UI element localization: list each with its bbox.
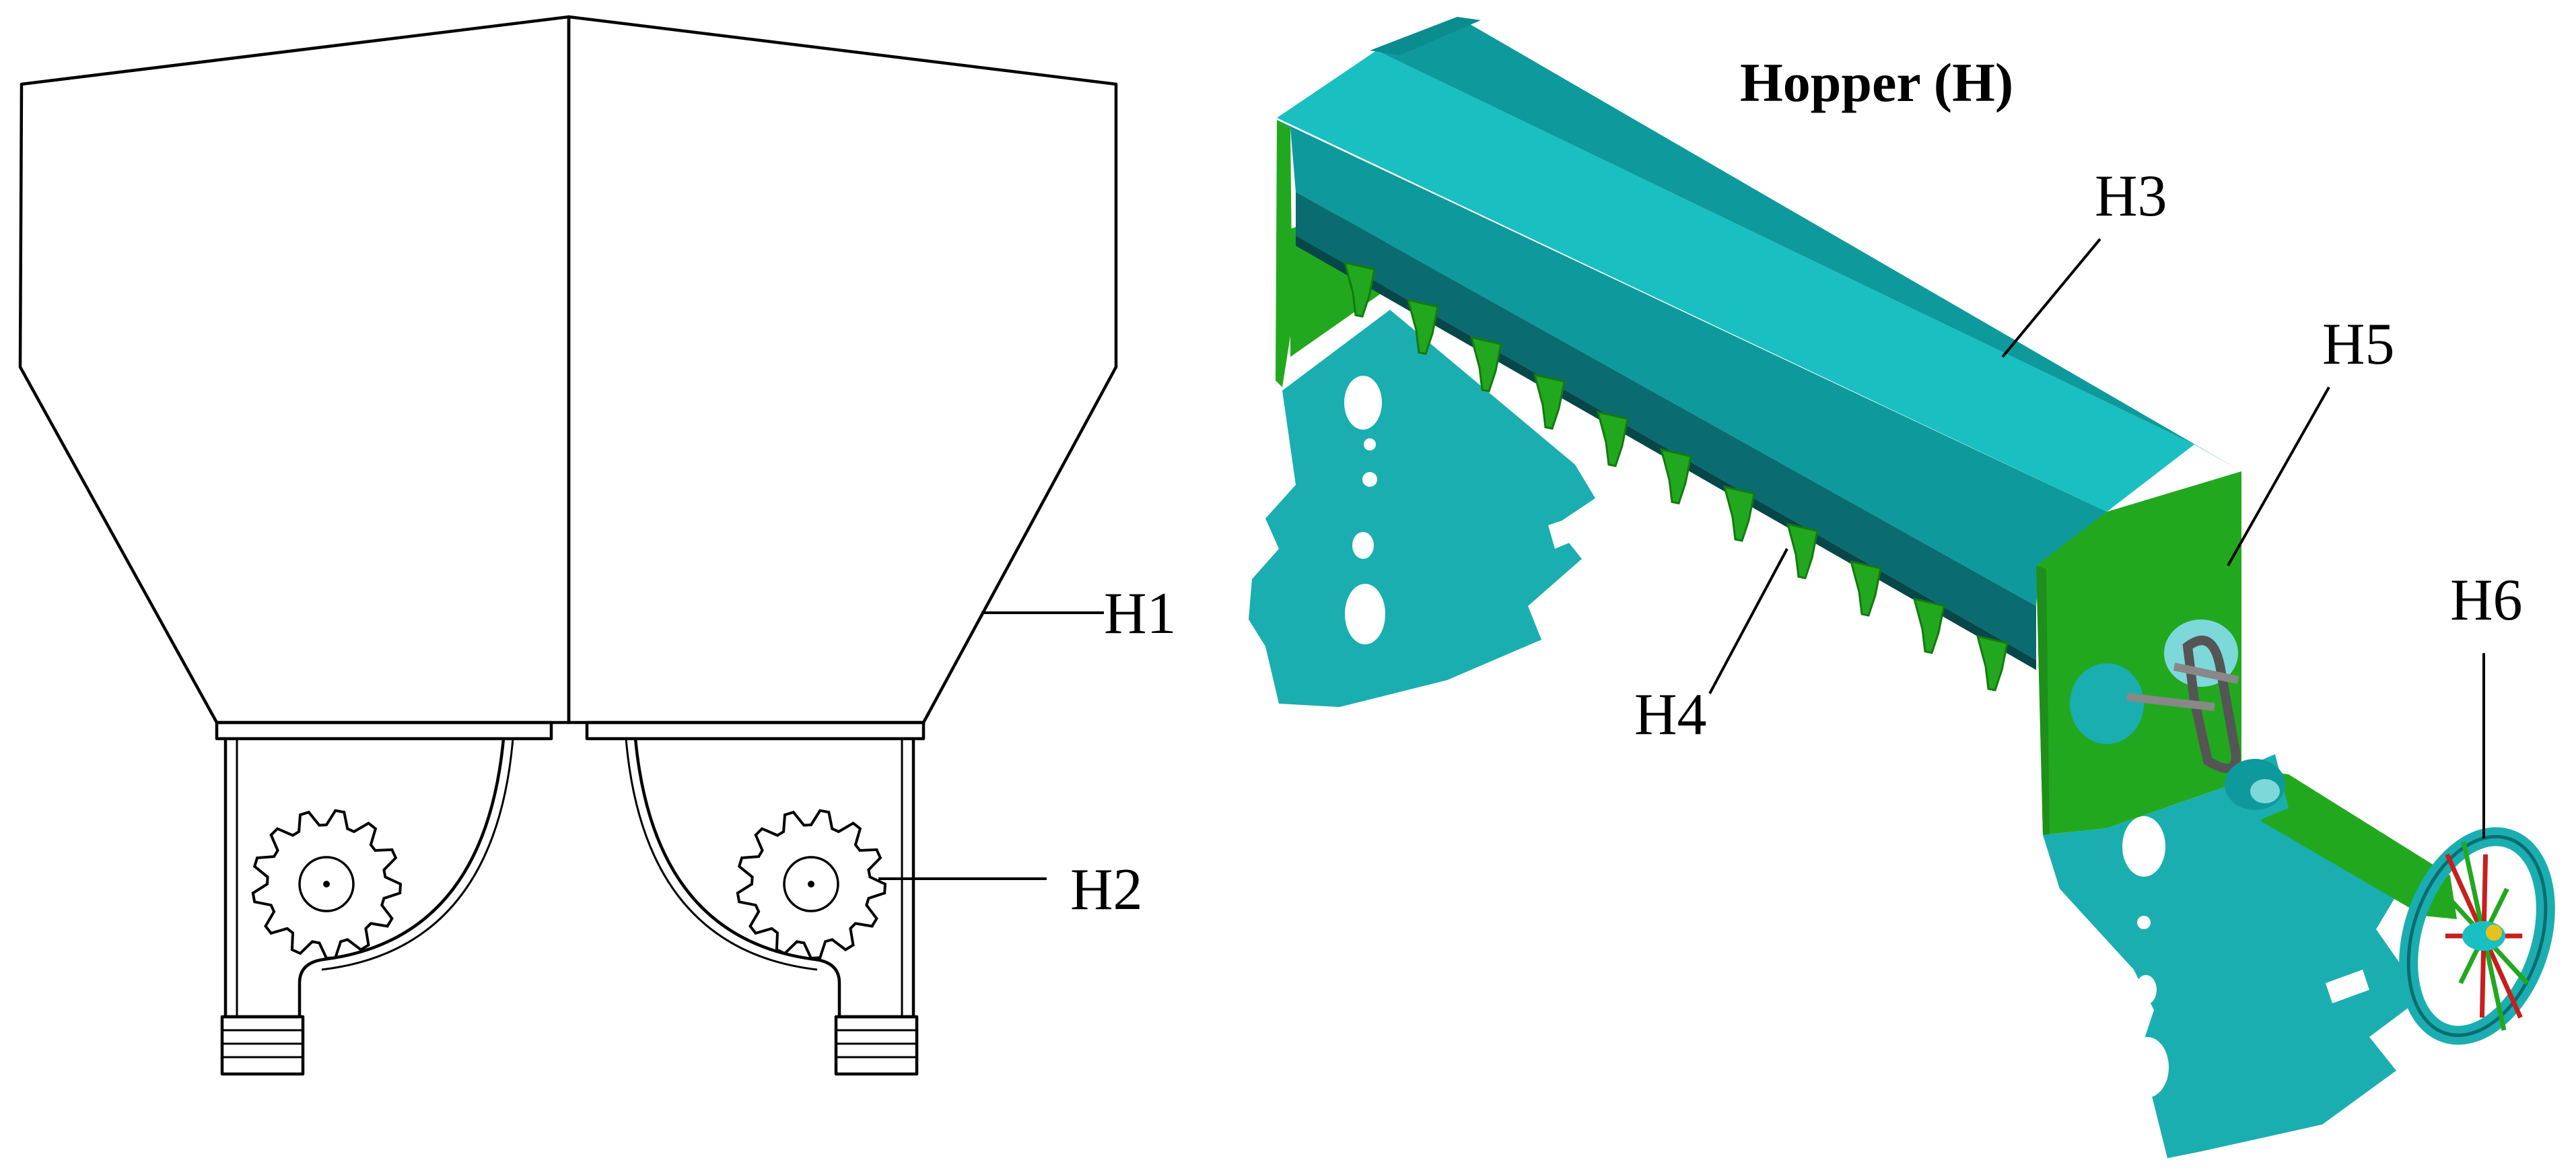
h5-leader-line	[2227, 387, 2330, 566]
hopper-front-view: H1 H2	[18, 15, 1177, 1076]
drive-shaft-upper	[2173, 663, 2239, 684]
gear-teeth	[251, 809, 403, 960]
h4-label: H4	[1634, 682, 1707, 747]
plate-hole	[2126, 1037, 2169, 1098]
wheel-hub-cap	[2486, 925, 2502, 941]
plate-slot	[1548, 512, 1595, 549]
left-frame-plate	[1249, 310, 1595, 707]
left-end-plate	[1276, 120, 1292, 387]
seed-outlet-spout	[1343, 261, 1376, 318]
seed-outlet-spout	[1659, 448, 1692, 505]
h1-label: H1	[1104, 581, 1177, 646]
plate-hole	[1345, 584, 1385, 644]
drive-chain	[2182, 636, 2241, 774]
plate-hole	[2122, 816, 2165, 877]
wheel-spoke	[2481, 935, 2507, 1031]
plate-hole	[1364, 438, 1376, 450]
seed-outlet-spout	[1976, 634, 2009, 692]
right-end-plate-edge	[2036, 566, 2050, 838]
hopper-bottom-strip	[1296, 192, 2036, 660]
hopper-3d-view: Hopper (H) H3 H4 H5 H6	[1249, 17, 2555, 1158]
right-metering-housing	[625, 738, 919, 1076]
plate-hole	[1362, 472, 1377, 487]
left-metering-housing	[220, 738, 514, 1076]
plate-hole	[2137, 916, 2151, 929]
gear-shaft-ring	[783, 856, 839, 912]
right-end-plate	[2036, 471, 2241, 835]
plate-hole	[1344, 376, 1382, 430]
gear-center	[808, 881, 814, 887]
bearing-cap	[2250, 779, 2280, 803]
right-ledge	[585, 720, 926, 741]
plate-hole	[1352, 532, 1374, 559]
h4-leader-line	[1708, 548, 1788, 694]
drive-sprocket-plate	[2070, 663, 2144, 744]
hopper-top-back	[1377, 17, 2241, 471]
seed-outlet-spout	[1912, 597, 1945, 654]
h3-leader-line	[2001, 238, 2101, 358]
figure-title: Hopper (H)	[1740, 52, 2013, 113]
wheel-arm	[2241, 768, 2457, 919]
hopper-right-half	[567, 15, 1118, 725]
left-fluted-roller	[251, 809, 403, 960]
h6-label: H6	[2450, 568, 2523, 633]
wheel-spoke	[2461, 841, 2486, 937]
seed-outlet-spout	[1533, 373, 1566, 430]
seed-outlet-spout	[1406, 298, 1439, 356]
seed-outlet-spout	[1722, 485, 1755, 542]
seed-outlet-spout	[1849, 560, 1882, 617]
plate-slot	[2326, 970, 2369, 1003]
seed-outlets	[1343, 261, 2009, 692]
ground-wheel	[2399, 827, 2555, 1045]
hopper-front-face	[1277, 120, 2107, 606]
hopper-left-half	[18, 15, 571, 725]
h2-label: H2	[1070, 857, 1143, 922]
h3-label: H3	[2095, 164, 2167, 229]
left-ledge	[215, 720, 553, 741]
seed-outlet-spout	[1469, 335, 1502, 393]
seed-outlet-spout	[1786, 523, 1819, 580]
gear-shaft-ring	[298, 856, 355, 912]
right-fluted-roller	[736, 809, 887, 960]
hopper-top-ridge	[1370, 17, 1481, 55]
plate-hole	[2135, 975, 2157, 1005]
gear-teeth	[736, 809, 887, 960]
drive-shaft	[2126, 693, 2215, 711]
seed-outlet-spout	[1596, 410, 1629, 467]
hopper-top-front	[1277, 51, 2194, 512]
gear-center	[323, 881, 330, 887]
h5-label: H5	[2322, 312, 2395, 377]
